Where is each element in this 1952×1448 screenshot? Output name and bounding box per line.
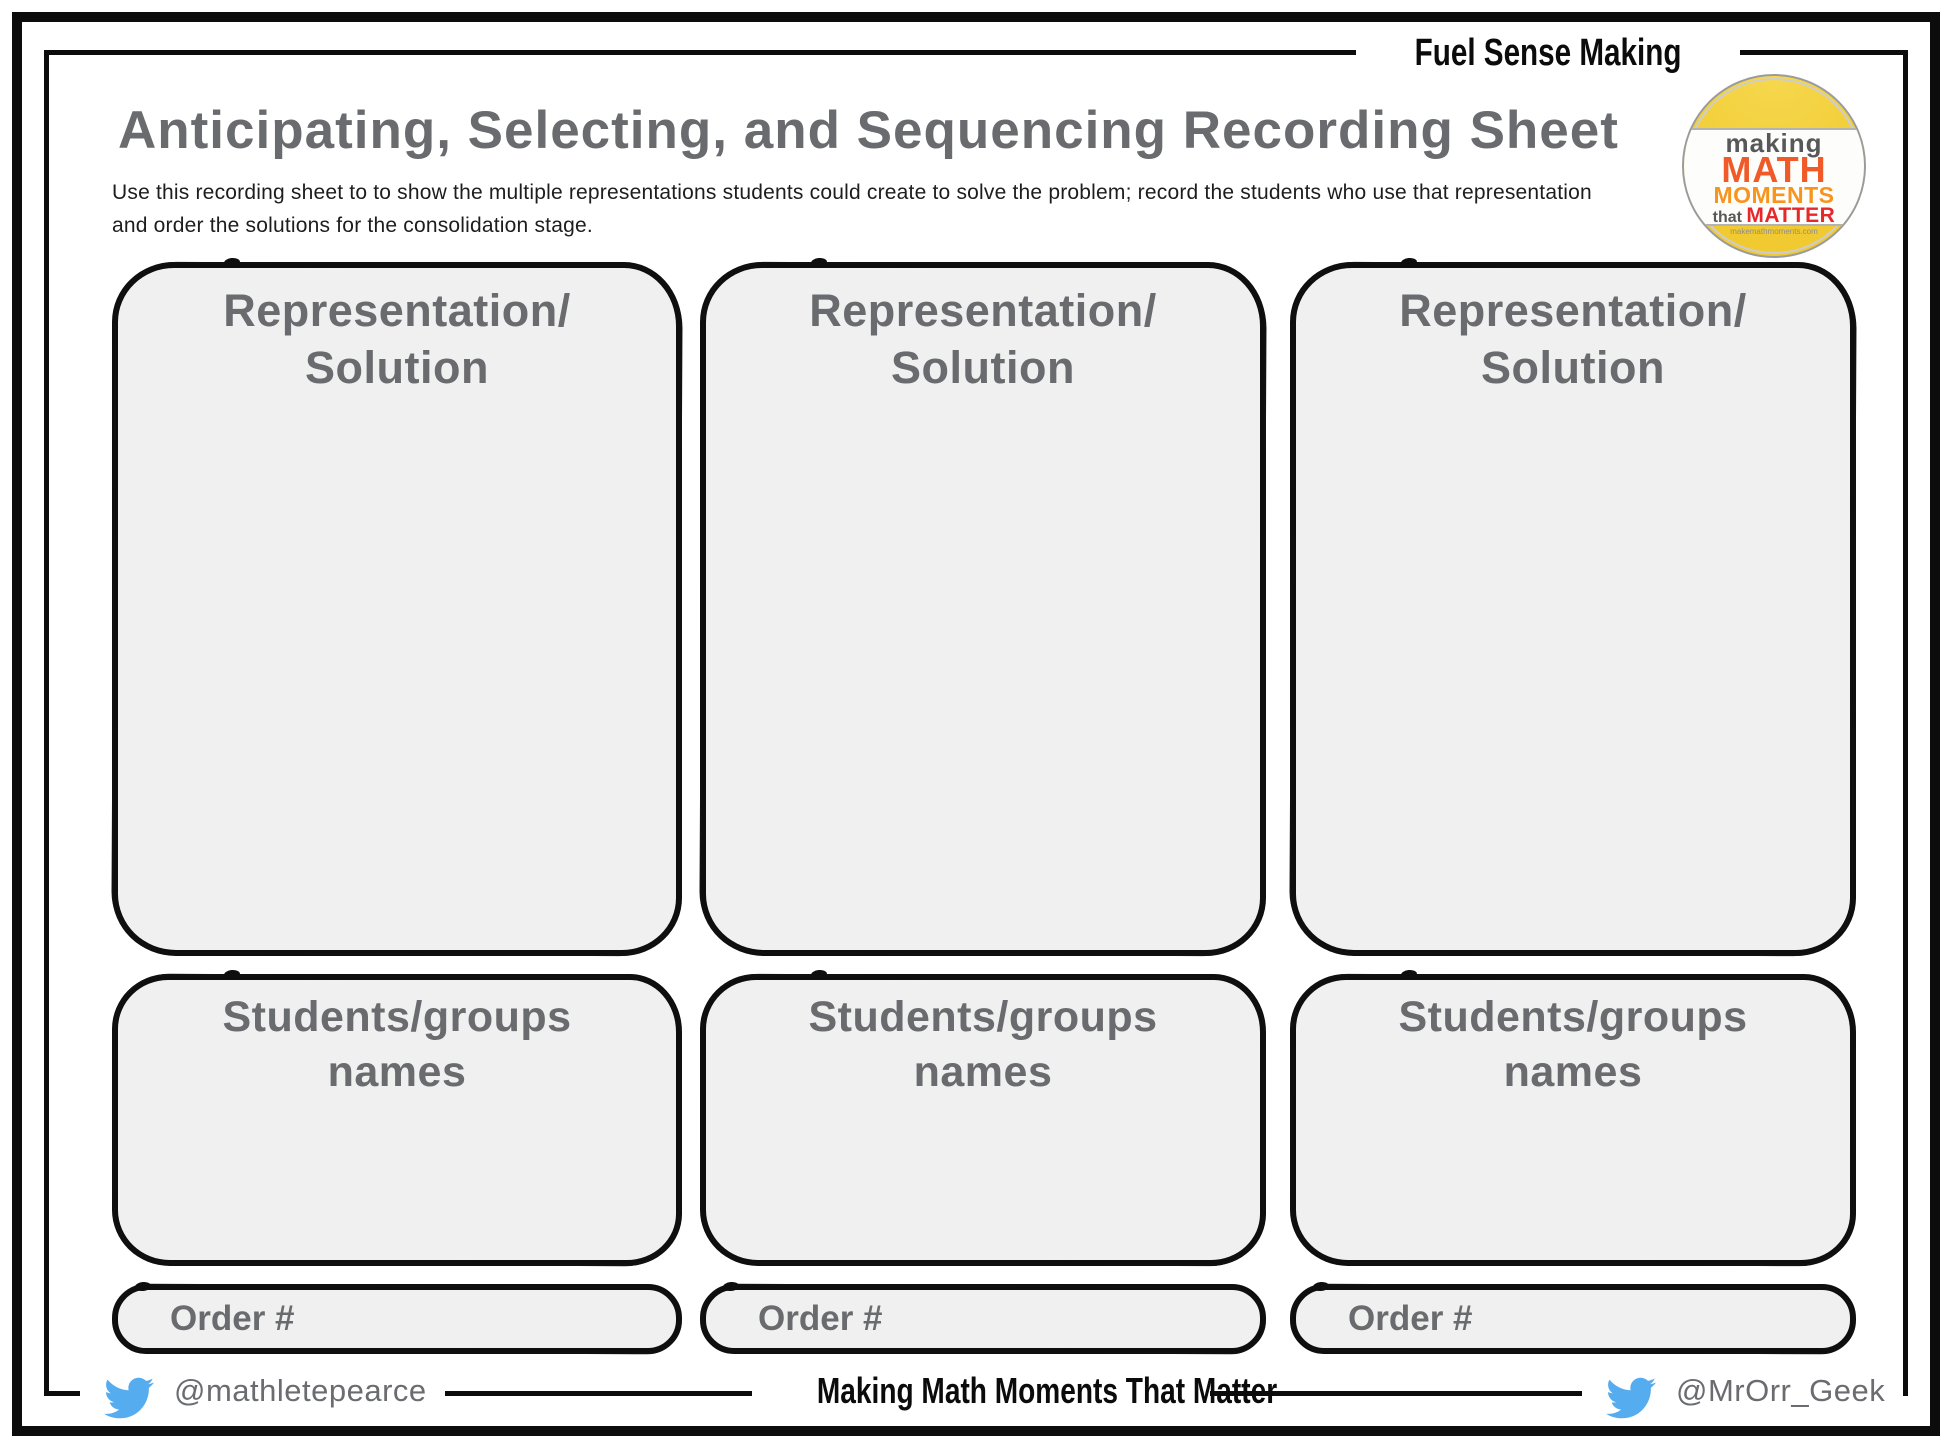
outer-border-frame <box>12 12 1940 1436</box>
twitter-handle-right: @MrOrr_Geek <box>1676 1373 1886 1408</box>
footer-center-text: Making Math Moments That Matter <box>816 1370 1278 1411</box>
making-math-moments-logo: making MATH MOMENTS that MATTER makemath… <box>1682 74 1866 258</box>
twitter-bird-icon <box>104 1377 154 1419</box>
brand-title: Fuel Sense Making <box>1356 30 1740 76</box>
twitter-bird-icon <box>1606 1377 1656 1419</box>
order-number-label: Order # <box>170 1299 295 1338</box>
students-groups-label: Students/groups names <box>1398 993 1748 1096</box>
order-number-box: Order # <box>1290 1284 1856 1354</box>
page-title: Anticipating, Selecting, and Sequencing … <box>118 101 1619 160</box>
students-groups-box: Students/groups names <box>1290 974 1856 1266</box>
students-groups-box: Students/groups names <box>700 974 1266 1266</box>
representation-box: Representation/ Solution <box>1290 262 1856 956</box>
order-number-box: Order # <box>112 1284 682 1354</box>
page-description: Use this recording sheet to to show the … <box>112 176 1592 242</box>
twitter-handle-left: @mathletepearce <box>174 1373 427 1408</box>
students-groups-box: Students/groups names <box>112 974 682 1266</box>
representation-label: Representation/ Solution <box>809 285 1157 393</box>
representation-box: Representation/ Solution <box>112 262 682 956</box>
order-number-box: Order # <box>700 1284 1266 1354</box>
representation-box: Representation/ Solution <box>700 262 1266 956</box>
logo-word-moments: MOMENTS <box>1713 182 1835 208</box>
logo-text-band: making MATH MOMENTS that MATTER makemath… <box>1684 128 1864 236</box>
students-groups-label: Students/groups names <box>222 993 572 1096</box>
representation-label: Representation/ Solution <box>223 285 571 393</box>
page-description-line2: and order the solutions for the consolid… <box>112 214 593 237</box>
footer-left-credit: @mathletepearce <box>80 1364 445 1419</box>
logo-word-that-matter: that MATTER <box>1712 204 1836 227</box>
footer-right-credit: @MrOrr_Geek <box>1582 1364 1904 1419</box>
students-groups-label: Students/groups names <box>808 993 1158 1096</box>
brand-title-text: Fuel Sense Making <box>1414 32 1682 74</box>
footer-center-title: Making Math Moments That Matter <box>752 1367 1277 1415</box>
order-number-label: Order # <box>758 1299 883 1338</box>
representation-label: Representation/ Solution <box>1399 285 1747 393</box>
logo-word-math: MATH <box>1721 149 1827 190</box>
order-number-label: Order # <box>1348 1299 1473 1338</box>
page-description-line1: Use this recording sheet to to show the … <box>112 181 1592 204</box>
logo-word-making: making <box>1725 128 1823 158</box>
logo-url: makemathmoments.com <box>1730 227 1818 236</box>
